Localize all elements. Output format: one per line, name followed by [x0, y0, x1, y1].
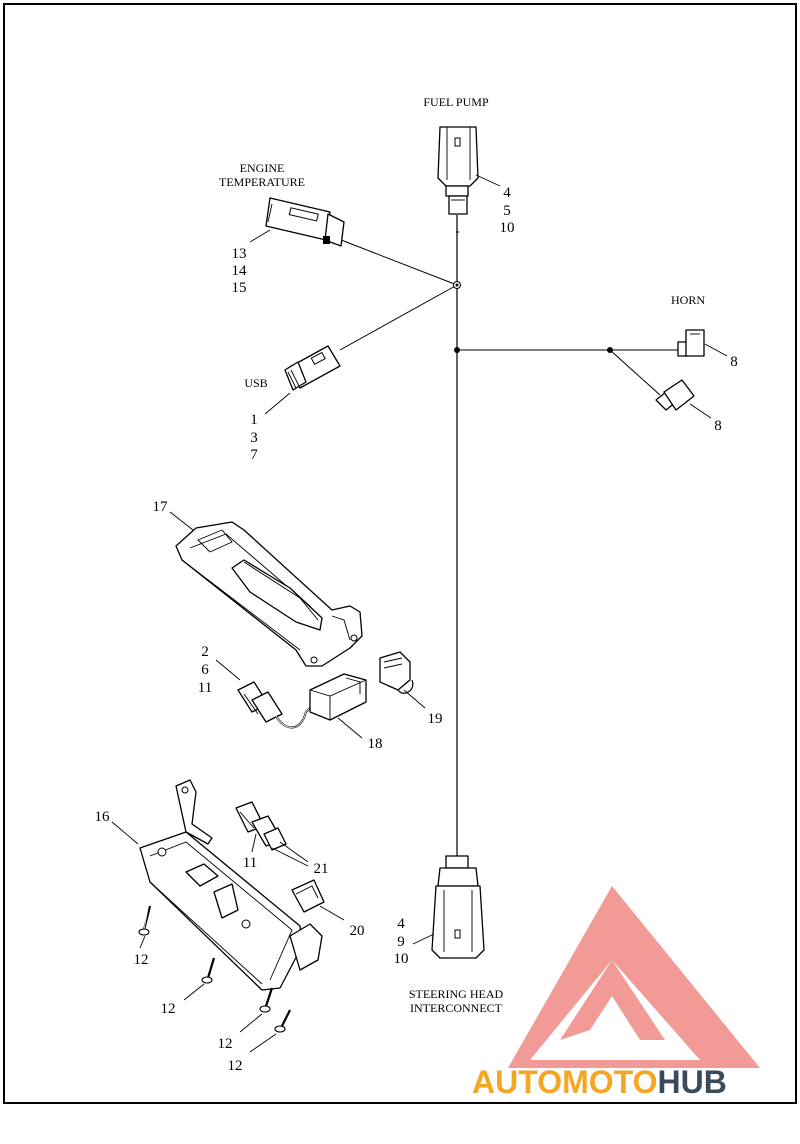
callout-18: 18 [368, 736, 383, 752]
callout-5: 5 [503, 203, 511, 219]
callout-6: 6 [201, 662, 209, 678]
callout-17: 17 [153, 499, 169, 515]
fuel-pump-connector [437, 126, 479, 215]
steering-head-label-2: INTERCONNECT [410, 1001, 503, 1015]
bracket-17 [175, 521, 363, 667]
cap-20 [291, 879, 325, 913]
horn-connector-lower [655, 379, 695, 411]
callout-15: 15 [232, 280, 247, 296]
callout-8-lower: 8 [714, 418, 722, 434]
module-18 [309, 673, 367, 721]
callout-9: 9 [397, 934, 405, 950]
horn-connector-upper [677, 329, 705, 357]
screw-c [259, 987, 274, 1013]
callout-19: 19 [428, 711, 443, 727]
callout-12-b: 12 [161, 1001, 176, 1017]
engine-temp-label-1: ENGINE [240, 161, 285, 175]
callout-11-lower: 11 [243, 855, 257, 871]
callout-10-lower: 10 [394, 951, 409, 967]
callout-4-lower: 4 [397, 916, 405, 932]
usb-connector [284, 345, 341, 391]
callout-21: 21 [314, 861, 329, 877]
steering-head-connector [431, 855, 485, 959]
tray-16 [139, 779, 323, 991]
callout-3: 3 [250, 430, 258, 446]
steering-head-label-1: STEERING HEAD [409, 987, 504, 1001]
screw-b [201, 957, 216, 984]
callout-10: 10 [500, 220, 515, 236]
page-border [3, 3, 797, 1104]
usb-label: USB [244, 376, 267, 390]
engine-temp-label-2: TEMPERATURE [219, 175, 305, 189]
cap-19 [379, 651, 414, 694]
callout-12-d: 12 [228, 1058, 243, 1074]
harness-wires [335, 215, 678, 858]
connector-11-21 [235, 801, 287, 851]
screw-d [274, 1009, 291, 1033]
callout-8-upper: 8 [730, 354, 738, 370]
callout-20: 20 [350, 923, 365, 939]
fuel-pump-label: FUEL PUMP [423, 95, 489, 109]
horn-label: HORN [671, 293, 705, 307]
callout-11: 11 [198, 680, 212, 696]
callout-4: 4 [503, 185, 511, 201]
callout-13: 13 [232, 246, 247, 262]
engine-temperature-connector [265, 197, 345, 247]
callout-1: 1 [250, 412, 258, 428]
callout-14: 14 [232, 263, 248, 279]
callout-2: 2 [201, 644, 209, 660]
watermark-text: AUTOMOTOHUB [472, 1064, 727, 1100]
connector-2 [237, 681, 283, 723]
watermark-logo: AUTOMOTOHUB [472, 886, 760, 1100]
screw-a [138, 905, 152, 936]
callout-12-c: 12 [218, 1036, 233, 1052]
callout-12-a: 12 [134, 952, 149, 968]
callout-7: 7 [250, 447, 258, 463]
callout-16: 16 [95, 809, 111, 825]
